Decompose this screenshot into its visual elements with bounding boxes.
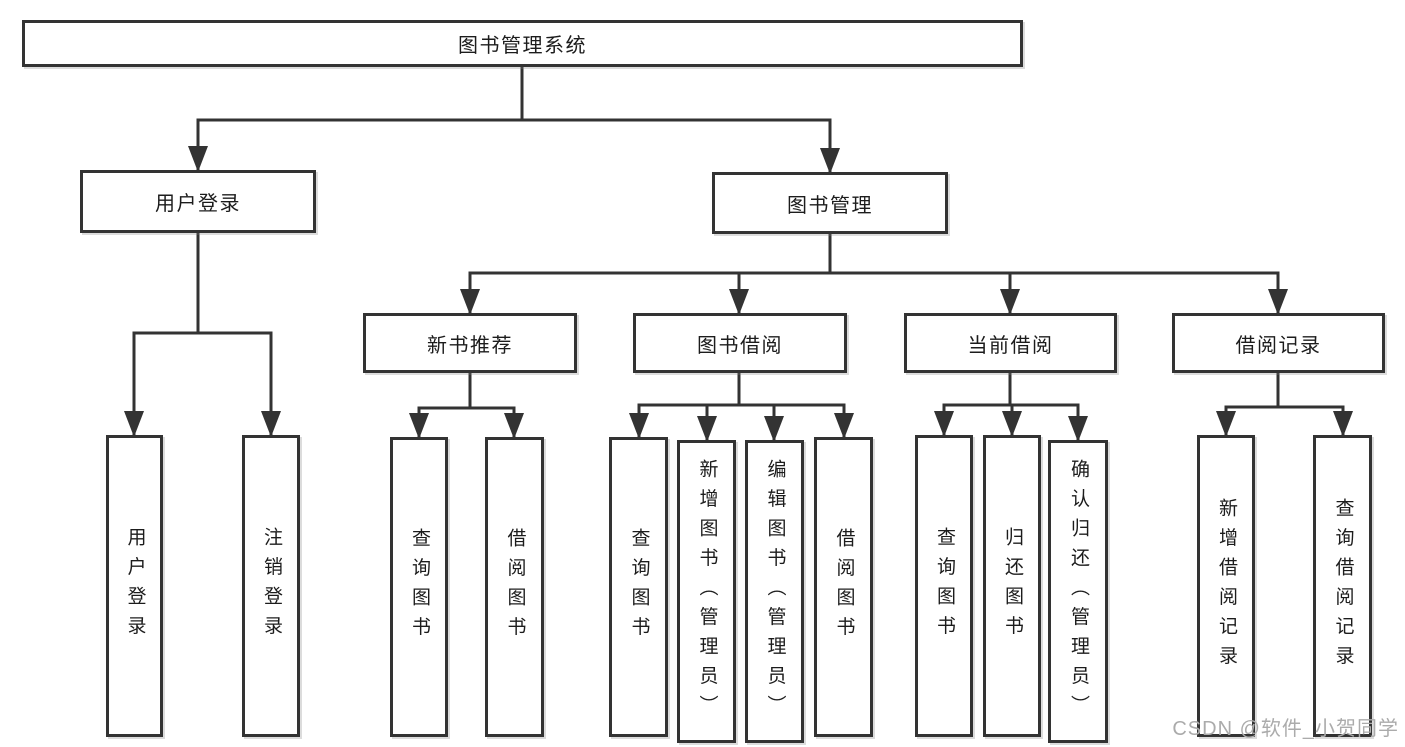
node-borrowing-records-label: 借阅记录 (1235, 334, 1322, 357)
connector-book-borrowing-to-leaves (637, 373, 846, 440)
node-leaf-return-books-label: 归还图书 (1001, 527, 1023, 645)
connector-root-to-level2 (196, 67, 832, 172)
node-book-management: 图书管理 (712, 172, 948, 234)
node-leaf-edit-books-admin: 编辑图书（管理员） (745, 440, 804, 743)
node-leaf-borrow-books-borrowing: 借阅图书 (814, 437, 873, 737)
node-leaf-query-borrow-record: 查询借阅记录 (1313, 435, 1372, 737)
arrowhead-icon (188, 146, 208, 172)
node-root: 图书管理系统 (22, 20, 1023, 67)
node-leaf-query-books-current: 查询图书 (915, 435, 973, 737)
node-new-book-recommend: 新书推荐 (363, 313, 577, 373)
arrowhead-icon (261, 411, 281, 437)
arrowhead-icon (697, 416, 717, 442)
arrowhead-icon (504, 413, 524, 439)
arrowhead-icon (1333, 411, 1353, 437)
arrowhead-icon (460, 289, 480, 315)
node-leaf-add-books-admin: 新增图书（管理员） (677, 440, 736, 743)
connector-new-book-to-leaves (417, 373, 516, 437)
node-current-borrowing: 当前借阅 (904, 313, 1117, 373)
node-leaf-confirm-return-admin-label: 确认归还（管理员） (1067, 458, 1089, 725)
node-leaf-query-books-borrowing-label: 查询图书 (628, 528, 650, 646)
arrowhead-icon (124, 411, 144, 437)
node-current-borrowing-label: 当前借阅 (967, 334, 1054, 357)
arrowhead-icon (1268, 289, 1288, 315)
arrowhead-icon (1000, 289, 1020, 315)
node-leaf-borrow-books-recommend: 借阅图书 (485, 437, 544, 737)
arrowhead-icon (820, 148, 840, 174)
node-leaf-confirm-return-admin: 确认归还（管理员） (1048, 440, 1108, 743)
node-user-login: 用户登录 (80, 170, 316, 233)
node-leaf-user-login: 用户登录 (106, 435, 163, 737)
node-book-management-label: 图书管理 (787, 194, 873, 217)
node-leaf-add-books-admin-label: 新增图书（管理员） (696, 458, 718, 725)
node-leaf-logout-label: 注销登录 (260, 527, 282, 645)
node-new-book-recommend-label: 新书推荐 (427, 334, 513, 357)
arrowhead-icon (1068, 416, 1088, 442)
csdn-watermark: CSDN @软件_小贺同学 (1172, 718, 1399, 740)
node-leaf-query-books-current-label: 查询图书 (933, 527, 955, 645)
node-leaf-user-login-label: 用户登录 (124, 527, 146, 645)
arrowhead-icon (764, 416, 784, 442)
arrowhead-icon (729, 289, 749, 315)
arrowhead-icon (834, 413, 854, 439)
node-leaf-borrow-books-borrowing-label: 借阅图书 (833, 528, 855, 646)
connector-book-management-to-level3 (468, 233, 1280, 313)
arrowhead-icon (1002, 411, 1022, 437)
arrowhead-icon (409, 413, 429, 439)
node-leaf-return-books: 归还图书 (983, 435, 1041, 737)
node-book-borrowing: 图书借阅 (633, 313, 847, 373)
connector-borrowing-records-to-leaves (1224, 373, 1345, 435)
arrowhead-icon (629, 413, 649, 439)
node-book-borrowing-label: 图书借阅 (697, 334, 783, 357)
node-leaf-logout: 注销登录 (242, 435, 300, 737)
arrowhead-icon (1216, 411, 1236, 437)
node-borrowing-records: 借阅记录 (1172, 313, 1385, 373)
node-leaf-borrow-books-recommend-label: 借阅图书 (504, 528, 526, 646)
node-leaf-add-borrow-record: 新增借阅记录 (1197, 435, 1255, 737)
node-leaf-add-borrow-record-label: 新增借阅记录 (1215, 497, 1237, 675)
node-leaf-edit-books-admin-label: 编辑图书（管理员） (764, 458, 786, 725)
node-leaf-query-borrow-record-label: 查询借阅记录 (1332, 497, 1354, 675)
connector-user-login-to-leaves (132, 232, 273, 435)
node-root-label: 图书管理系统 (458, 35, 587, 57)
node-user-login-label: 用户登录 (155, 193, 241, 215)
node-leaf-query-books-borrowing: 查询图书 (609, 437, 668, 737)
node-leaf-query-books-recommend-label: 查询图书 (408, 528, 430, 646)
arrowhead-icon (934, 411, 954, 437)
node-leaf-query-books-recommend: 查询图书 (390, 437, 448, 737)
